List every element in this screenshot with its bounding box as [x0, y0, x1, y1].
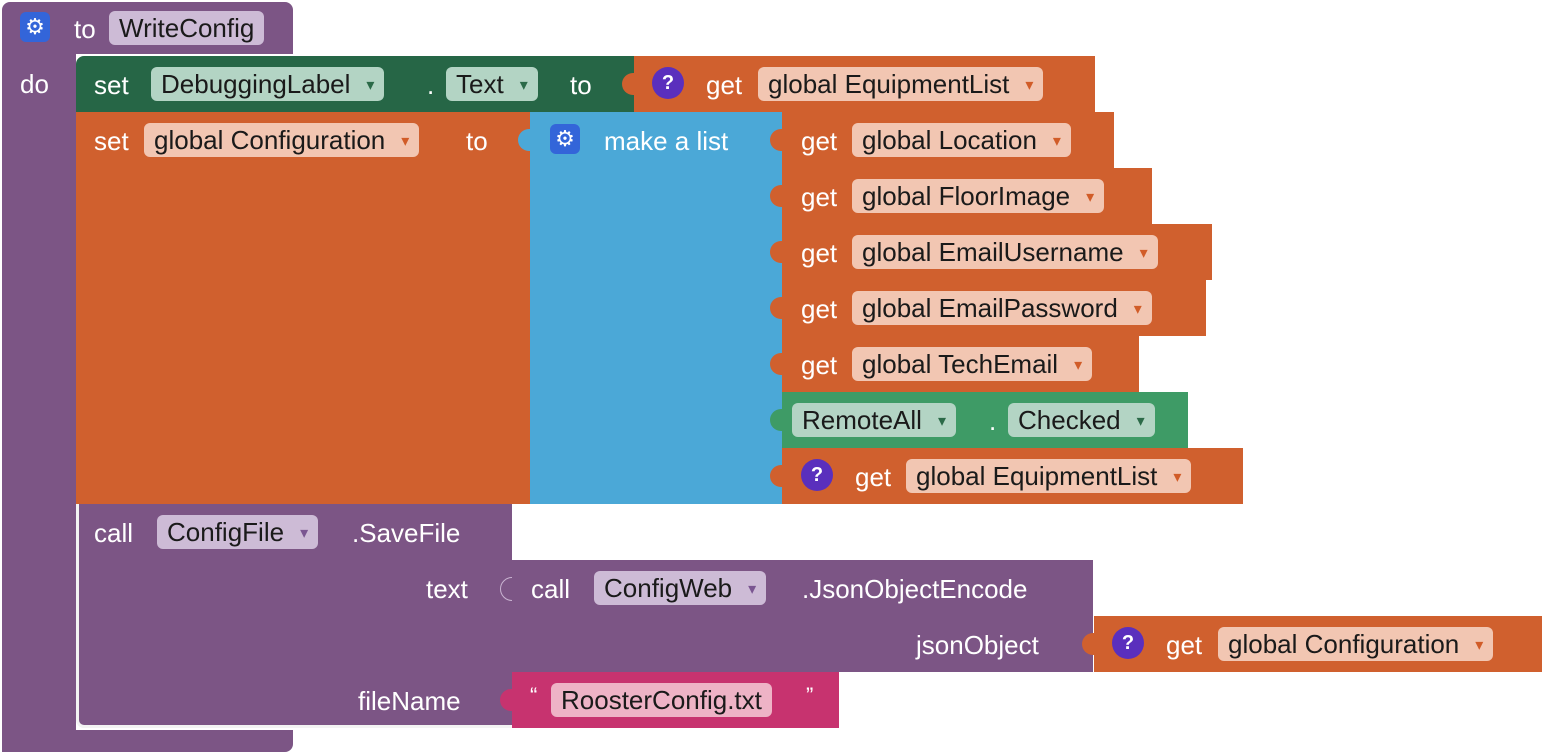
- text-socket-label: text: [426, 574, 468, 604]
- set-keyword: set: [94, 70, 129, 100]
- procedure-body-frame: [2, 54, 76, 734]
- get-keyword: get: [706, 70, 743, 100]
- to-keyword: to: [570, 70, 592, 100]
- variable-dropdown[interactable]: global Configuration: [144, 123, 420, 157]
- get-keyword: get: [855, 462, 892, 492]
- component-dropdown[interactable]: DebuggingLabel: [151, 67, 385, 101]
- list-item-socket: [770, 185, 782, 207]
- variable-dropdown[interactable]: global TechEmail: [852, 347, 1093, 381]
- value-socket: [518, 129, 530, 151]
- help-icon[interactable]: ?: [652, 67, 684, 99]
- method-label: .SaveFile: [352, 518, 461, 548]
- filename-text-field[interactable]: RoosterConfig.txt: [551, 683, 772, 717]
- variable-dropdown[interactable]: global Configuration: [1218, 627, 1494, 661]
- procedure-to-label: to: [74, 14, 96, 44]
- filename-socket-label: fileName: [358, 686, 461, 716]
- procedure-name-field[interactable]: WriteConfig: [109, 11, 265, 45]
- variable-dropdown[interactable]: global EquipmentList: [906, 459, 1192, 493]
- component-dropdown[interactable]: ConfigWeb: [594, 571, 767, 605]
- get-keyword: get: [801, 238, 838, 268]
- value-socket: [622, 73, 634, 95]
- list-item-socket: [770, 297, 782, 319]
- property-dropdown[interactable]: Checked: [1008, 403, 1155, 437]
- get-keyword: get: [801, 182, 838, 212]
- list-item-socket: [770, 465, 782, 487]
- list-item-socket: [770, 241, 782, 263]
- help-icon[interactable]: ?: [801, 459, 833, 491]
- get-keyword: get: [801, 350, 838, 380]
- get-keyword: get: [801, 126, 838, 156]
- variable-dropdown[interactable]: global EmailUsername: [852, 235, 1158, 269]
- filename-socket: [500, 689, 512, 711]
- json-object-socket: [1082, 633, 1094, 655]
- get-keyword: get: [1166, 630, 1203, 660]
- component-dropdown[interactable]: ConfigFile: [157, 515, 319, 549]
- gear-icon[interactable]: ⚙: [550, 124, 580, 154]
- close-quote: ”: [806, 683, 814, 708]
- gear-icon[interactable]: ⚙: [20, 12, 50, 42]
- json-object-socket-label: jsonObject: [916, 630, 1039, 660]
- help-icon[interactable]: ?: [1112, 627, 1144, 659]
- variable-dropdown[interactable]: global EmailPassword: [852, 291, 1152, 325]
- call-keyword: call: [94, 518, 134, 548]
- make-a-list-label: make a list: [604, 126, 729, 156]
- variable-dropdown[interactable]: global FloorImage: [852, 179, 1105, 213]
- component-dropdown[interactable]: RemoteAll: [792, 403, 956, 437]
- list-item-socket: [770, 409, 782, 431]
- variable-dropdown[interactable]: global EquipmentList: [758, 67, 1044, 101]
- procedure-do-label: do: [20, 69, 49, 99]
- dot-separator: .: [989, 406, 997, 436]
- procedure-footer: [2, 730, 293, 752]
- to-keyword: to: [466, 126, 488, 156]
- make-a-list-block[interactable]: [530, 112, 782, 504]
- list-item-socket: [770, 129, 782, 151]
- property-dropdown[interactable]: Text: [446, 67, 538, 101]
- variable-dropdown[interactable]: global Location: [852, 123, 1071, 157]
- call-keyword: call: [531, 574, 571, 604]
- list-item-socket: [770, 353, 782, 375]
- set-keyword: set: [94, 126, 129, 156]
- method-label: .JsonObjectEncode: [802, 574, 1028, 604]
- get-keyword: get: [801, 294, 838, 324]
- open-quote: “: [530, 683, 538, 708]
- dot-separator: .: [427, 70, 435, 100]
- set-global-configuration-block[interactable]: [76, 112, 530, 504]
